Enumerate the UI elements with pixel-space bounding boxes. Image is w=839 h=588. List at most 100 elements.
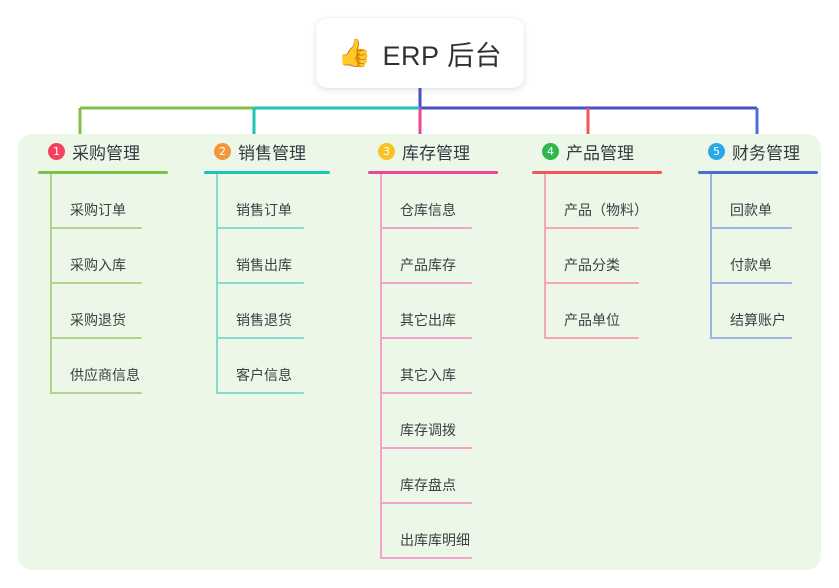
branch-item-label: 库存盘点 xyxy=(400,477,456,493)
branch-item-label: 产品单位 xyxy=(564,312,620,328)
branch-header-rule xyxy=(368,171,498,174)
branch-number-badge: 2 xyxy=(214,142,231,160)
branch-spine xyxy=(50,174,52,394)
branch-column-3: 3 库存管理仓库信息产品库存其它出库其它入库库存调拨库存盘点出库库明细 xyxy=(368,134,498,559)
branch-item[interactable]: 客户信息 xyxy=(204,339,330,394)
branch-item-label: 销售退货 xyxy=(236,312,292,328)
branch-item[interactable]: 其它出库 xyxy=(368,284,498,339)
branch-item-rule xyxy=(710,337,792,339)
branch-header-5[interactable]: 5 财务管理 xyxy=(698,134,818,168)
branch-item[interactable]: 付款单 xyxy=(698,229,818,284)
branch-item[interactable]: 采购订单 xyxy=(38,174,168,229)
branch-item-rule xyxy=(544,227,639,229)
branch-item[interactable]: 库存盘点 xyxy=(368,449,498,504)
branch-title: 财务管理 xyxy=(732,143,800,163)
branch-header-rule xyxy=(532,171,662,174)
branch-item-rule xyxy=(380,227,472,229)
branch-item-rule xyxy=(216,392,304,394)
branch-header-rule xyxy=(204,171,330,174)
branch-items: 回款单付款单结算账户 xyxy=(698,174,818,339)
branch-item-rule xyxy=(216,227,304,229)
branch-item-label: 付款单 xyxy=(730,257,772,273)
branches-panel: 1 采购管理采购订单采购入库采购退货供应商信息 2 销售管理销售订单销售出库销售退货客… xyxy=(18,134,821,570)
branch-item-rule xyxy=(380,392,472,394)
branch-item[interactable]: 库存调拨 xyxy=(368,394,498,449)
branch-header-2[interactable]: 2 销售管理 xyxy=(204,134,330,168)
branch-column-5: 5 财务管理回款单付款单结算账户 xyxy=(698,134,818,339)
branch-item[interactable]: 销售出库 xyxy=(204,229,330,284)
branch-item-rule xyxy=(50,337,142,339)
branch-item[interactable]: 产品分类 xyxy=(532,229,662,284)
branch-item-rule xyxy=(50,392,142,394)
branch-title: 产品管理 xyxy=(566,143,634,163)
branch-item[interactable]: 其它入库 xyxy=(368,339,498,394)
root-node[interactable]: 👍 ERP 后台 xyxy=(316,18,524,88)
branch-spine xyxy=(380,174,382,559)
branch-item-label: 销售出库 xyxy=(236,257,292,273)
branch-item[interactable]: 产品（物料） xyxy=(532,174,662,229)
branch-item[interactable]: 回款单 xyxy=(698,174,818,229)
branch-spine xyxy=(544,174,546,339)
branch-item-label: 出库库明细 xyxy=(400,532,470,548)
branch-item[interactable]: 采购退货 xyxy=(38,284,168,339)
branch-item-rule xyxy=(216,337,304,339)
branch-item-rule xyxy=(380,557,472,559)
branch-item-label: 其它出库 xyxy=(400,312,456,328)
branch-item-label: 销售订单 xyxy=(236,202,292,218)
branch-item-rule xyxy=(710,282,792,284)
branch-item[interactable]: 出库库明细 xyxy=(368,504,498,559)
branch-items: 产品（物料） 产品分类产品单位 xyxy=(532,174,662,339)
branch-item[interactable]: 结算账户 xyxy=(698,284,818,339)
branch-item-label: 供应商信息 xyxy=(70,367,140,383)
branch-spine xyxy=(710,174,712,339)
branch-item-label: 客户信息 xyxy=(236,367,292,383)
branch-item[interactable]: 产品库存 xyxy=(368,229,498,284)
branch-item[interactable]: 采购入库 xyxy=(38,229,168,284)
branch-header-rule xyxy=(698,171,818,174)
branch-number-badge: 4 xyxy=(542,142,559,160)
branch-item-label: 产品库存 xyxy=(400,257,456,273)
branch-item-rule xyxy=(710,227,792,229)
branch-item-rule xyxy=(50,282,142,284)
branch-items: 销售订单销售出库销售退货客户信息 xyxy=(204,174,330,394)
branch-item-rule xyxy=(544,282,639,284)
branch-title: 采购管理 xyxy=(72,143,140,163)
branch-spine xyxy=(216,174,218,394)
branch-title: 销售管理 xyxy=(238,143,306,163)
branch-item[interactable]: 仓库信息 xyxy=(368,174,498,229)
branch-item[interactable]: 销售订单 xyxy=(204,174,330,229)
branch-item-rule xyxy=(380,447,472,449)
branch-item[interactable]: 供应商信息 xyxy=(38,339,168,394)
branch-item-label: 采购入库 xyxy=(70,257,126,273)
branch-item[interactable]: 销售退货 xyxy=(204,284,330,339)
branch-number-badge: 1 xyxy=(48,142,65,160)
branch-number-badge: 3 xyxy=(378,142,395,160)
branch-item-label: 结算账户 xyxy=(730,312,786,328)
branch-header-3[interactable]: 3 库存管理 xyxy=(368,134,498,168)
branch-item-label: 产品（物料） xyxy=(564,202,648,218)
branch-number-badge: 5 xyxy=(708,142,725,160)
branch-column-4: 4 产品管理产品（物料） 产品分类产品单位 xyxy=(532,134,662,339)
branch-item-label: 采购退货 xyxy=(70,312,126,328)
thumbs-up-icon: 👍 xyxy=(337,37,372,68)
branch-item-label: 仓库信息 xyxy=(400,202,456,218)
branch-header-4[interactable]: 4 产品管理 xyxy=(532,134,662,168)
branch-header-rule xyxy=(38,171,168,174)
branch-item-rule xyxy=(380,337,472,339)
branch-item-label: 库存调拨 xyxy=(400,422,456,438)
root-node-label: ERP 后台 xyxy=(382,40,503,71)
branch-item-rule xyxy=(380,282,472,284)
branch-item-label: 产品分类 xyxy=(564,257,620,273)
branch-items: 采购订单采购入库采购退货供应商信息 xyxy=(38,174,168,394)
branch-item[interactable]: 产品单位 xyxy=(532,284,662,339)
branch-item-label: 采购订单 xyxy=(70,202,126,218)
branch-item-rule xyxy=(544,337,639,339)
branch-column-1: 1 采购管理采购订单采购入库采购退货供应商信息 xyxy=(38,134,168,394)
branch-items: 仓库信息产品库存其它出库其它入库库存调拨库存盘点出库库明细 xyxy=(368,174,498,559)
branch-title: 库存管理 xyxy=(402,143,470,163)
branch-item-rule xyxy=(50,227,142,229)
branch-item-rule xyxy=(216,282,304,284)
branch-item-label: 回款单 xyxy=(730,202,772,218)
branch-column-2: 2 销售管理销售订单销售出库销售退货客户信息 xyxy=(204,134,330,394)
branch-header-1[interactable]: 1 采购管理 xyxy=(38,134,168,168)
